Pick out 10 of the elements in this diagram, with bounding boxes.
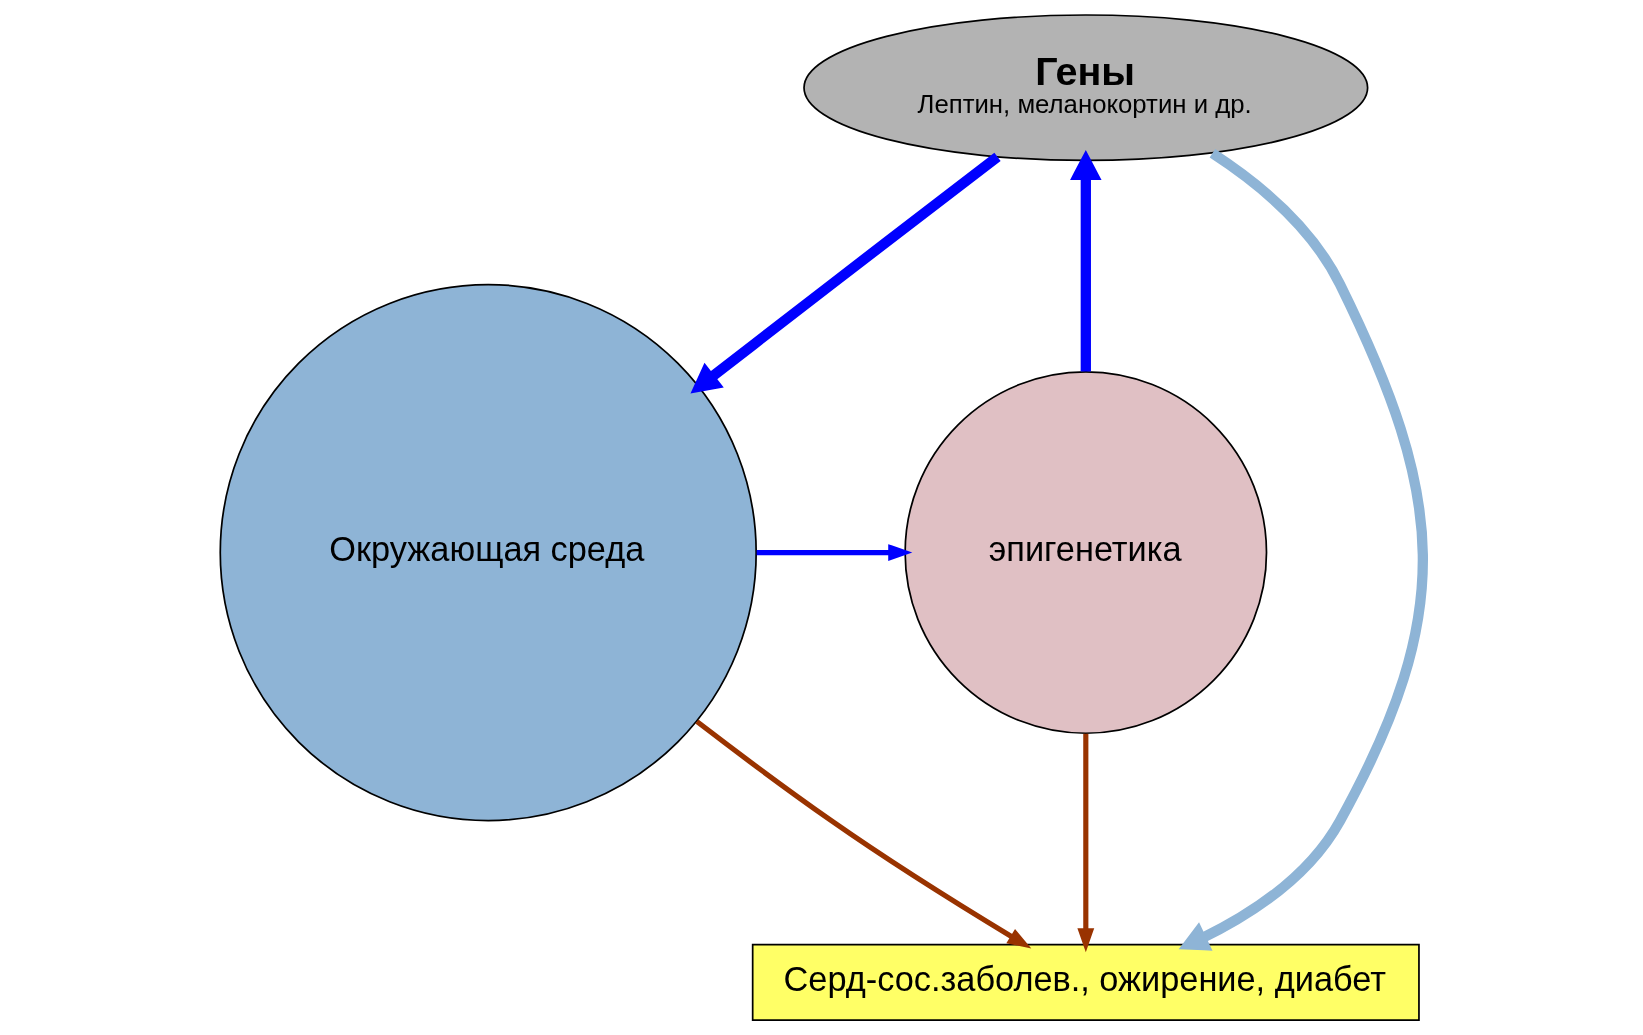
arrow — [1178, 149, 1428, 951]
node-ellipse: Гены Лептин, меланокортин и др. — [803, 14, 1369, 162]
arrow — [695, 719, 1032, 949]
arrow — [1077, 733, 1095, 953]
node-circle: эпигенетика — [904, 371, 1268, 735]
arrow — [1070, 149, 1102, 372]
arrow — [690, 152, 1001, 394]
arrow — [756, 544, 913, 561]
node-box: Серд-сос.заболев., ожирение, диабет — [751, 943, 1420, 1021]
node-circle: Окружающая среда — [219, 283, 758, 822]
